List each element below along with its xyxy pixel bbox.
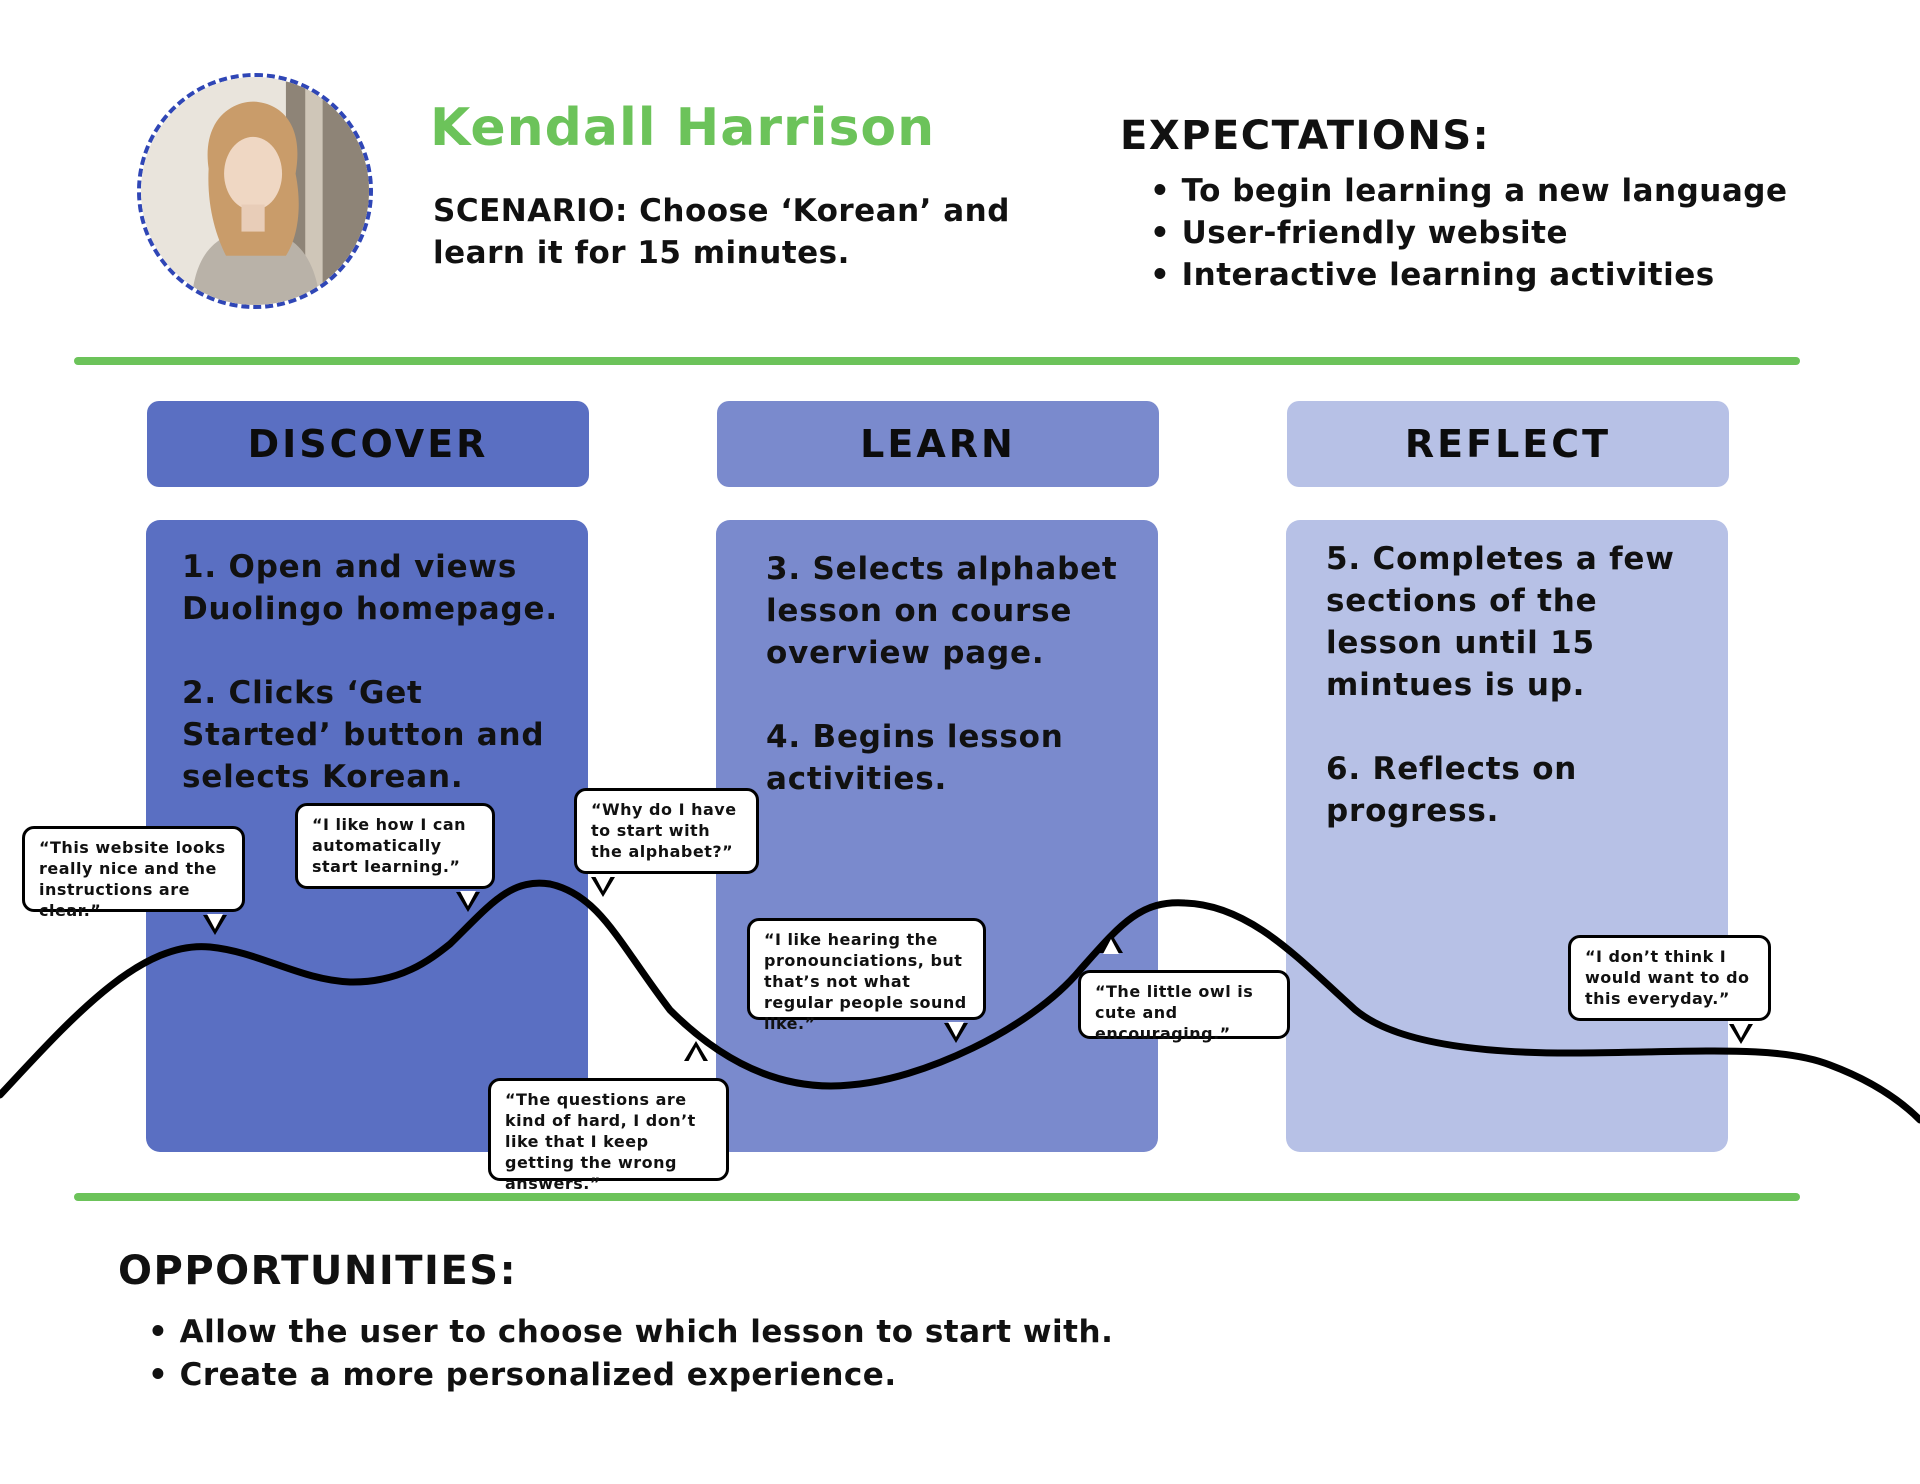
step-text: 3. Selects alphabet lesson on course ove… <box>766 551 1118 671</box>
expectations-title: EXPECTATIONS: <box>1120 113 1491 159</box>
quote-bubble: “I like hearing the pronounciations, but… <box>747 918 986 1043</box>
stage-header-discover: DISCOVER <box>147 401 589 487</box>
quote-bubble: “This website looks really nice and the … <box>22 826 245 935</box>
stage-panel-reflect: 5. Completes a few sections of the lesso… <box>1286 520 1728 1152</box>
stage-header-learn: LEARN <box>717 401 1159 487</box>
opportunity-item: Allow the user to choose which lesson to… <box>148 1311 1113 1354</box>
step-text: 1. Open and views Duolingo homepage. <box>182 549 558 627</box>
persona-name: Kendall Harrison <box>430 98 936 158</box>
quote-text: “I don’t think I would want to do this e… <box>1585 947 1750 1008</box>
quote-bubble: “I don’t think I would want to do this e… <box>1568 935 1771 1044</box>
opportunities-list: Allow the user to choose which lesson to… <box>148 1311 1113 1397</box>
expectation-item: To begin learning a new language <box>1150 170 1787 212</box>
scenario-description: : Choose ‘Korean’ and learn it for 15 mi… <box>433 193 1010 271</box>
quote-text: “I like hearing the pronounciations, but… <box>764 930 967 1033</box>
step-text: 4. Begins lesson activities. <box>766 719 1064 797</box>
stage-panel-learn: 3. Selects alphabet lesson on course ove… <box>716 520 1158 1152</box>
stage-header-reflect: REFLECT <box>1287 401 1729 487</box>
quote-text: “Why do I have to start with the alphabe… <box>591 800 737 861</box>
scenario-text: SCENARIO: Choose ‘Korean’ and learn it f… <box>433 190 1013 274</box>
step-text: 5. Completes a few sections of the lesso… <box>1326 541 1675 703</box>
step-text: 2. Clicks ‘Get Started’ button and selec… <box>182 675 545 795</box>
quote-bubble: “Why do I have to start with the alphabe… <box>574 788 759 897</box>
divider-top <box>74 357 1800 365</box>
expectation-item: Interactive learning activities <box>1150 254 1787 296</box>
step-text: 6. Reflects on progress. <box>1326 751 1578 829</box>
opportunities-title: OPPORTUNITIES: <box>118 1248 518 1294</box>
expectations-list: To begin learning a new language User-fr… <box>1150 170 1787 296</box>
quote-text: “The little owl is cute and encouraging.… <box>1095 982 1254 1043</box>
quote-bubble: “The little owl is cute and encouraging.… <box>1078 933 1290 1043</box>
stage-panel-discover: 1. Open and views Duolingo homepage. 2. … <box>146 520 588 1152</box>
quote-text: “The questions are kind of hard, I don’t… <box>505 1090 696 1193</box>
opportunity-item: Create a more personalized experience. <box>148 1354 1113 1397</box>
scenario-label: SCENARIO <box>433 193 615 229</box>
quote-text: “This website looks really nice and the … <box>39 838 226 920</box>
quote-text: “I like how I can automatically start le… <box>312 815 467 876</box>
divider-bottom <box>74 1193 1800 1201</box>
quote-bubble: “The questions are kind of hard, I don’t… <box>488 1041 729 1193</box>
emotion-curve-line <box>0 879 1920 1124</box>
quote-bubble: “I like how I can automatically start le… <box>295 803 495 912</box>
expectation-item: User-friendly website <box>1150 212 1787 254</box>
